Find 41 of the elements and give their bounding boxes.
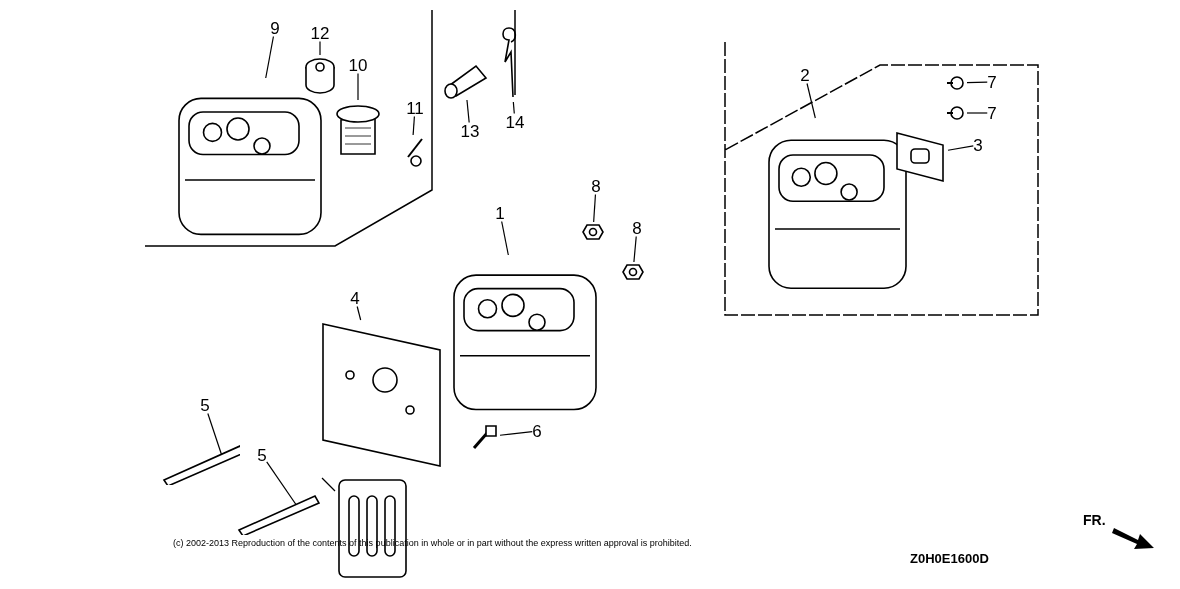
screw-drawing [945,74,967,92]
callout-number: 1 [495,204,505,222]
leader-line [356,305,362,321]
callout-number: 10 [348,56,368,74]
bolt-drawing [470,422,500,452]
leader-line [966,81,988,84]
callout-number: 8 [591,177,601,195]
callout-number: 7 [987,104,997,122]
callout-number: 4 [350,289,360,307]
leader-line [806,82,816,119]
callout-number: 8 [632,219,642,237]
callout-number: 7 [987,73,997,91]
leader-line [265,35,275,79]
callout-number: 2 [800,66,810,84]
leader-line [412,115,415,136]
leader-line [266,461,298,507]
nut-drawing [582,222,604,242]
leader-line [466,99,470,124]
leader-line [357,72,359,101]
leader-line [512,101,515,115]
screw-drawing [945,104,967,122]
callout-number: 3 [973,136,983,154]
callout-number: 14 [505,113,525,131]
leader-line [633,235,637,263]
leader-line [947,145,974,151]
direction-label: FR. [1083,512,1106,528]
callout-number: 11 [406,99,424,117]
callout-number: 5 [257,446,267,464]
drawing-code: Z0H0E1600D [910,551,989,566]
leader-line [501,220,509,256]
callout-number: 9 [270,19,280,37]
leader-line [966,112,988,114]
callout-number: 6 [532,422,542,440]
callout-number: 12 [310,24,330,42]
leader-line [321,477,336,492]
leader-line [319,40,321,56]
nut-drawing [622,262,644,282]
leader-line [593,193,597,223]
leader-line [499,430,533,436]
callout-number: 5 [200,396,210,414]
callout-number: 13 [460,122,480,140]
